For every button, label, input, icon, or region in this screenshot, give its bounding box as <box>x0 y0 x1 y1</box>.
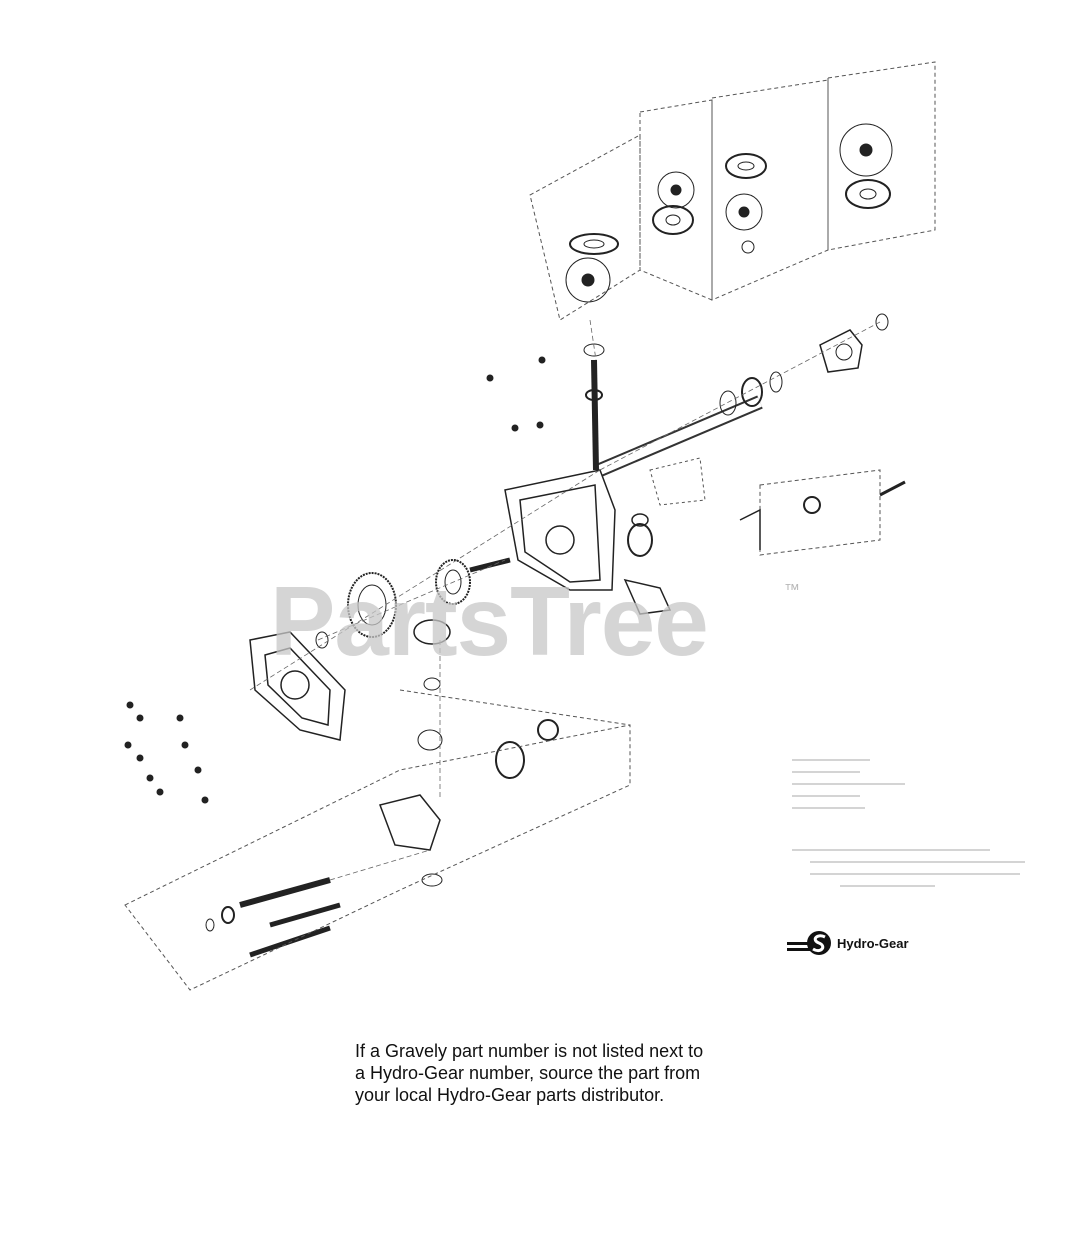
fan-kit-panels <box>529 61 936 321</box>
leader-lines <box>249 319 881 881</box>
drive-shaft <box>583 343 605 471</box>
parts-sourcing-note: If a Gravely part number is not listed n… <box>355 1040 775 1106</box>
axle-shaft <box>597 313 889 477</box>
lower-kit-panel <box>124 689 631 991</box>
note-line-3: your local Hydro-Gear parts distributor. <box>355 1085 665 1105</box>
hydro-gear-logo-text: Hydro-Gear <box>837 935 909 951</box>
hardware-bolts <box>124 356 546 804</box>
input-shafts <box>205 877 341 958</box>
hydro-gear-emblem-icon <box>787 931 831 955</box>
reduction-gears <box>315 557 511 649</box>
hydro-gear-logo: Hydro-Gear <box>787 928 909 958</box>
side-cover <box>249 631 346 741</box>
brake-assembly <box>649 457 906 556</box>
legend-fine-print <box>792 759 1025 887</box>
cooling-fan <box>565 123 893 303</box>
note-line-2: a Hydro-Gear number, source the part fro… <box>355 1063 701 1083</box>
note-line-1: If a Gravely part number is not listed n… <box>355 1041 704 1061</box>
trademark-symbol: ™ <box>784 582 800 599</box>
partstree-watermark: PartsTree <box>270 566 709 676</box>
